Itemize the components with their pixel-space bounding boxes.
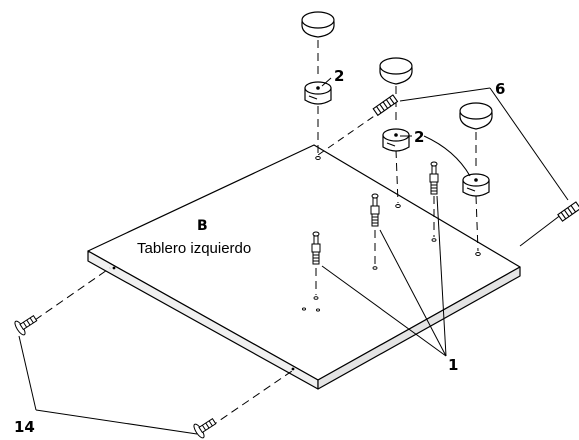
- hole: [313, 296, 319, 300]
- cam-dowel: [311, 231, 321, 265]
- panel-name: Tablero izquierdo: [137, 240, 251, 257]
- cam-lock: [462, 173, 490, 197]
- cap-plug: [301, 11, 335, 38]
- edge-hole: [291, 367, 295, 371]
- hole: [301, 307, 307, 311]
- cap-plug: [459, 102, 493, 130]
- cam-locks: [304, 81, 490, 197]
- callout-cam-lock-2: 2: [414, 128, 424, 146]
- hole: [372, 266, 378, 270]
- connector-bolts: [372, 94, 579, 222]
- hole: [431, 238, 437, 242]
- panel-holes: [301, 156, 481, 312]
- screw: [14, 314, 38, 336]
- connector-bolt: [557, 201, 579, 222]
- callout-screw: 14: [14, 418, 35, 436]
- hole: [475, 252, 481, 256]
- cam-lock: [382, 128, 410, 152]
- edge-holes: [112, 266, 295, 371]
- callout-cam-lock-1: 2: [334, 67, 344, 85]
- screw: [193, 417, 217, 439]
- hole: [315, 308, 321, 312]
- leader-lines: [18, 77, 569, 435]
- alignment-lines: [34, 40, 479, 428]
- hole: [395, 204, 401, 208]
- panel-letter: B: [197, 218, 208, 234]
- cam-lock: [304, 81, 332, 105]
- cam-dowel: [370, 193, 380, 227]
- cap-plug: [379, 57, 413, 85]
- callout-cam-dowel: 1: [448, 356, 458, 374]
- callout-connector-bolt: 6: [495, 80, 505, 98]
- panel-b: [87, 144, 521, 390]
- panel-right-edge: [317, 266, 521, 390]
- cap-plugs: [301, 11, 493, 130]
- hole: [315, 156, 321, 160]
- screws: [14, 314, 217, 439]
- connector-bolt: [372, 94, 399, 117]
- panel-top-face: [87, 144, 521, 381]
- cam-dowels: [311, 161, 439, 265]
- cam-dowel: [429, 161, 439, 195]
- edge-hole: [112, 266, 116, 270]
